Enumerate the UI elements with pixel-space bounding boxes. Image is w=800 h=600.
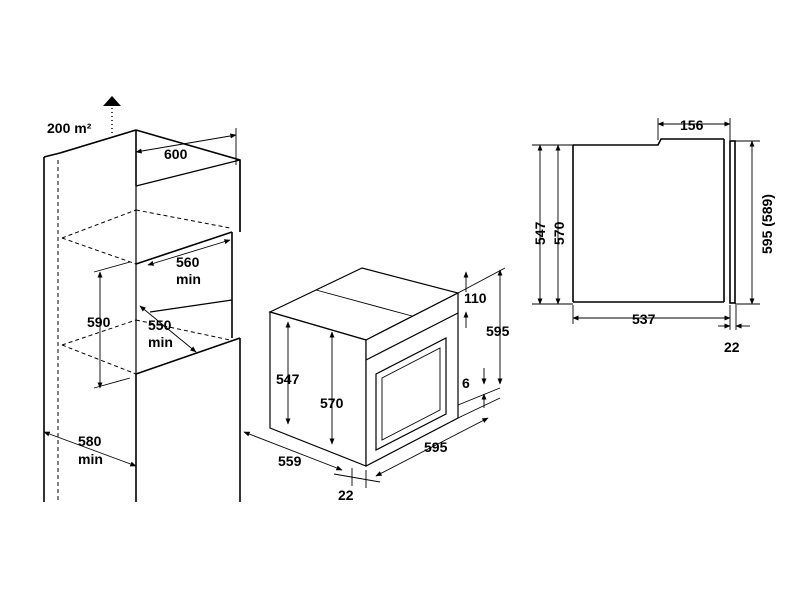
label-oven-595-h: 595 bbox=[486, 323, 510, 339]
side-view-drawing: 156 537 22 547 570 595 (589) bbox=[532, 117, 775, 355]
label-side-570: 570 bbox=[551, 221, 567, 245]
oven-isometric-drawing: 547 570 559 22 595 595 110 6 bbox=[243, 267, 510, 503]
label-oven-110: 110 bbox=[464, 290, 487, 306]
label-niche-depth-min: min bbox=[176, 271, 201, 287]
label-side-22: 22 bbox=[724, 339, 740, 355]
label-side-156: 156 bbox=[680, 117, 704, 133]
label-cab-width: 600 bbox=[164, 146, 188, 162]
label-oven-547: 547 bbox=[276, 371, 300, 387]
label-oven-570: 570 bbox=[320, 395, 344, 411]
label-niche-width: 550 bbox=[148, 317, 172, 333]
label-niche-height: 590 bbox=[87, 314, 111, 330]
label-plinth: 580 bbox=[78, 433, 102, 449]
label-side-547: 547 bbox=[532, 221, 548, 245]
label-oven-6: 6 bbox=[462, 375, 470, 391]
cabinet-niche-drawing: 200 m² 600 560 min 590 550 min 580 min bbox=[43, 96, 241, 502]
label-vent-area: 200 m² bbox=[47, 120, 92, 136]
label-plinth-min: min bbox=[78, 451, 103, 467]
label-niche-depth: 560 bbox=[176, 254, 200, 270]
label-oven-22: 22 bbox=[338, 487, 354, 503]
label-niche-width-min: min bbox=[148, 334, 173, 350]
label-oven-595-w: 595 bbox=[424, 439, 448, 455]
label-side-537: 537 bbox=[632, 311, 656, 327]
label-side-595-589: 595 (589) bbox=[759, 194, 775, 254]
label-oven-559: 559 bbox=[278, 453, 302, 469]
